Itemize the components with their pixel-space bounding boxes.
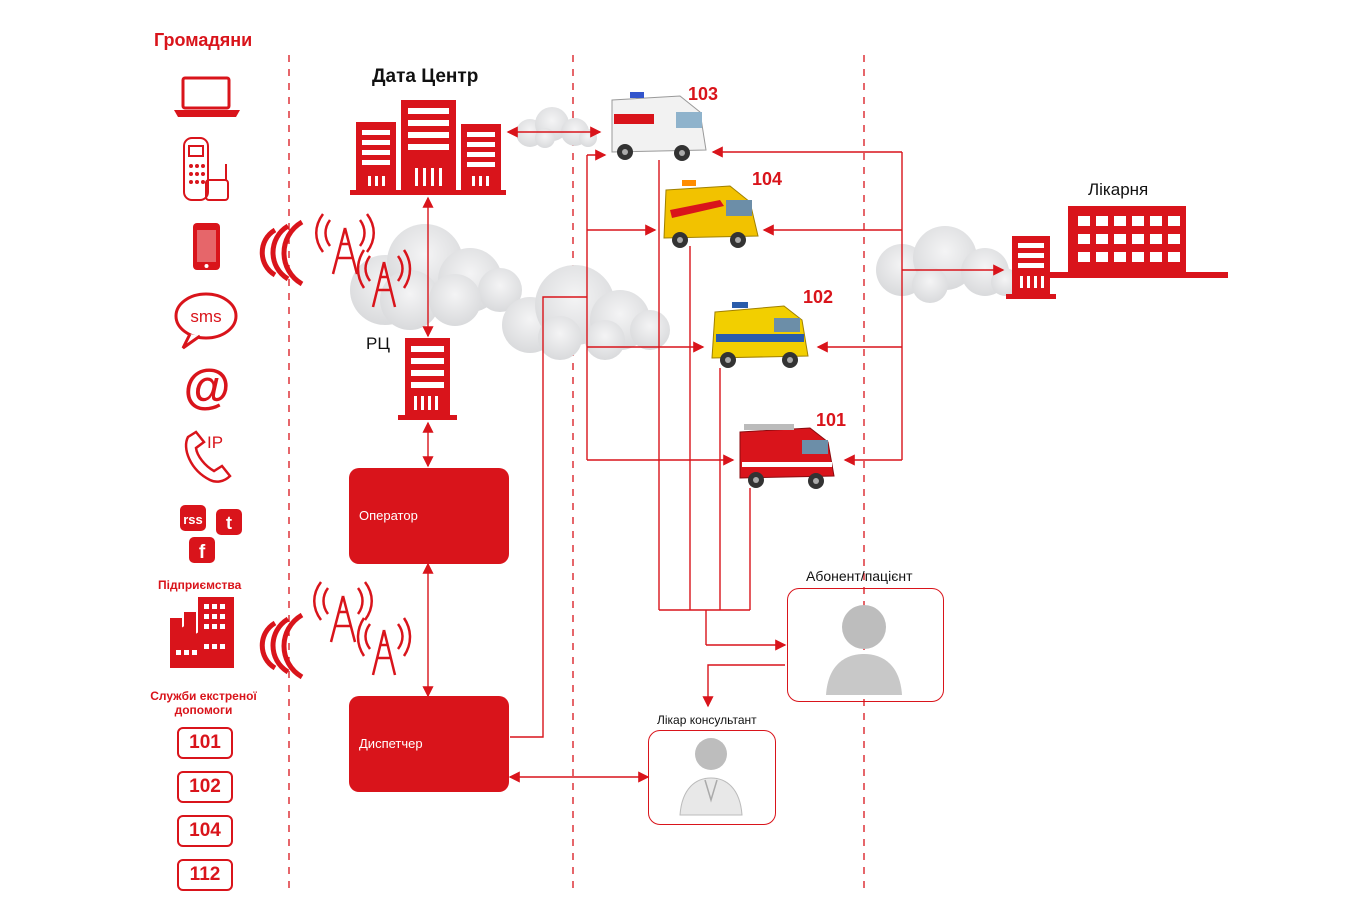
network-cloud-top bbox=[516, 107, 597, 148]
zone-dividers bbox=[288, 55, 865, 895]
service-number-102[interactable]: 102 bbox=[177, 771, 233, 803]
server-icon bbox=[398, 338, 457, 420]
fire-truck-icon bbox=[739, 424, 835, 489]
services-title-line2: допомоги bbox=[174, 703, 233, 717]
svg-text:rss: rss bbox=[183, 512, 203, 527]
svg-text:sms: sms bbox=[190, 307, 221, 326]
patient-avatar-icon bbox=[826, 605, 902, 695]
ip-phone-icon: IP bbox=[184, 430, 232, 483]
gas-service-van-icon bbox=[663, 180, 759, 248]
service-number-104[interactable]: 104 bbox=[177, 815, 233, 847]
svg-text:f: f bbox=[199, 542, 206, 563]
network-cloud-hospital bbox=[876, 226, 1019, 303]
vehicle-number-101: 101 bbox=[816, 410, 847, 430]
wireless-signal-icon bbox=[259, 612, 304, 680]
hospital-building-icon bbox=[1050, 206, 1228, 278]
vehicle-number-104: 104 bbox=[752, 169, 783, 189]
network-cloud-center bbox=[502, 265, 670, 360]
wireless-signal-icon bbox=[259, 219, 304, 287]
cordless-phone-icon bbox=[183, 137, 229, 201]
vehicle-number-103: 103 bbox=[688, 84, 719, 104]
radio-tower-icon bbox=[313, 581, 412, 676]
doctor-label: Лікар консультант bbox=[657, 713, 757, 727]
service-number-112[interactable]: 112 bbox=[177, 859, 233, 891]
doctor-avatar-icon bbox=[679, 738, 743, 816]
factory-icon bbox=[170, 597, 234, 668]
operator-label: Оператор bbox=[359, 508, 418, 523]
dispatcher-label: Диспетчер bbox=[359, 736, 423, 751]
enterprises-title: Підприємства bbox=[158, 578, 242, 592]
svg-text:IP: IP bbox=[207, 433, 223, 452]
radio-tower-icon bbox=[315, 213, 412, 308]
connector-lines bbox=[422, 126, 1005, 783]
patient-card[interactable] bbox=[787, 588, 944, 702]
vehicle-number-102: 102 bbox=[803, 287, 834, 307]
operator-console[interactable]: Оператор bbox=[349, 468, 509, 564]
network-cloud-left bbox=[350, 224, 522, 330]
service-number-101[interactable]: 101 bbox=[177, 727, 233, 759]
email-at-icon: @ bbox=[184, 361, 231, 414]
services-title-line1: Служби екстреної bbox=[150, 689, 257, 703]
laptop-icon bbox=[174, 76, 240, 117]
citizens-title: Громадяни bbox=[154, 30, 253, 50]
smartphone-icon bbox=[193, 223, 220, 270]
svg-text:t: t bbox=[226, 513, 232, 533]
rc-label: РЦ bbox=[366, 334, 390, 353]
doctor-card[interactable] bbox=[648, 730, 776, 825]
datacenter-servers-icon bbox=[350, 100, 506, 195]
hospital-server-icon bbox=[1006, 236, 1056, 299]
social-media-icon: rss t f bbox=[180, 505, 242, 563]
services-title: Служби екстреної допомоги bbox=[141, 689, 266, 717]
police-van-icon bbox=[711, 302, 809, 368]
patient-label: Абонент/пацієнт bbox=[806, 568, 913, 584]
hospital-label: Лікарня bbox=[1088, 180, 1149, 199]
ambulance-icon bbox=[611, 92, 707, 161]
dispatcher-console[interactable]: Диспетчер bbox=[349, 696, 509, 792]
sms-bubble-icon: sms bbox=[174, 292, 238, 350]
datacenter-title: Дата Центр bbox=[372, 66, 479, 87]
